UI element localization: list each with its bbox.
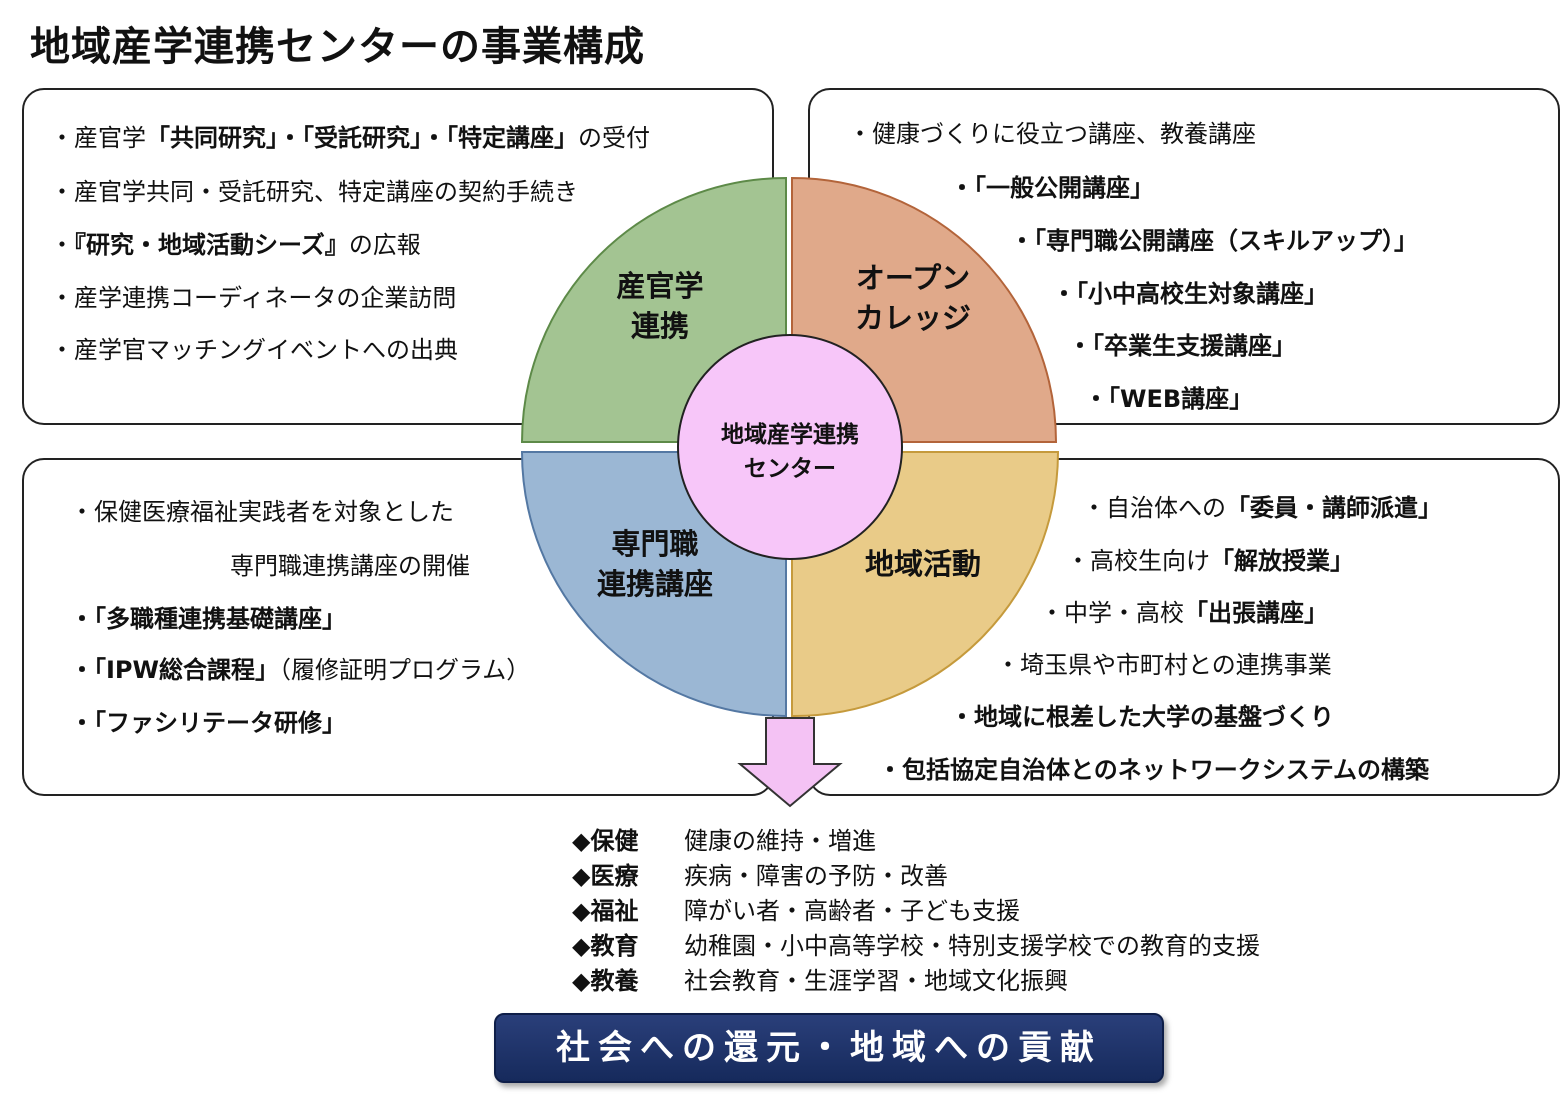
contribution-banner: 社会への還元・地域への貢献 xyxy=(494,1013,1164,1083)
center-label: 地域産学連携センター xyxy=(721,422,859,482)
bl-line-5: ・「ファシリテータ研修」 xyxy=(70,709,346,737)
tl-line-2: ・産官学共同・受託研究、特定講座の契約手続き xyxy=(50,178,578,206)
quadrant-tl-label: 産官学連携 xyxy=(616,269,704,343)
outcome-health: ◆保健健康の維持・増進 xyxy=(572,827,876,855)
center-circle xyxy=(677,334,903,560)
tr-line-1: ・健康づくりに役立つ講座、教養講座 xyxy=(848,120,1256,148)
br-line-2: ・高校生向け「解放授業」 xyxy=(1066,547,1354,575)
outcome-medical: ◆医療疾病・障害の予防・改善 xyxy=(572,862,948,890)
outcome-culture: ◆教養社会教育・生涯学習・地域文化振興 xyxy=(572,967,1068,995)
bl-line-2: 専門職連携講座の開催 xyxy=(230,552,470,580)
outcome-education: ◆教育幼稚園・小中高等学校・特別支援学校での教育的支援 xyxy=(572,932,1260,960)
tr-line-4: ・「小中高校生対象講座」 xyxy=(1052,280,1328,308)
bl-line-3: ・「多職種連携基礎講座」 xyxy=(70,605,346,633)
tr-line-3: ・「専門職公開講座（スキルアップ）」 xyxy=(1010,227,1418,255)
tl-line-4: ・産学連携コーディネータの企業訪問 xyxy=(50,284,457,312)
outcome-welfare: ◆福祉障がい者・高齢者・子ども支援 xyxy=(572,897,1020,925)
tr-line-6: ・「WEB講座」 xyxy=(1084,385,1254,413)
br-line-4: ・埼玉県や市町村との連携事業 xyxy=(996,651,1332,679)
tl-line-1: ・産官学「共同研究」・「受託研究」・「特定講座」の受付 xyxy=(50,124,650,152)
br-line-6: ・包括協定自治体とのネットワークシステムの構築 xyxy=(878,756,1430,784)
bl-line-4: ・「IPW総合課程」（履修証明プログラム） xyxy=(70,656,531,684)
bl-line-1: ・保健医療福祉実践者を対象とした xyxy=(70,498,454,526)
quadrant-tr-label: オープンカレッジ xyxy=(854,261,971,335)
br-line-3: ・中学・高校「出張講座」 xyxy=(1040,599,1328,627)
quadrant-br-label: 地域活動 xyxy=(864,547,981,581)
quadrant-bl-label: 専門職連携講座 xyxy=(596,527,713,601)
br-line-5: ・地域に根差した大学の基盤づくり xyxy=(950,703,1334,731)
tr-line-2: ・「一般公開講座」 xyxy=(950,174,1154,202)
down-arrow xyxy=(737,717,843,808)
page-title: 地域産学連携センターの事業構成 xyxy=(30,24,645,70)
br-line-1: ・自治体への「委員・講師派遣」 xyxy=(1082,494,1442,522)
tl-line-5: ・産学官マッチングイベントへの出典 xyxy=(50,336,458,364)
tr-line-5: ・「卒業生支援講座」 xyxy=(1068,332,1296,360)
tl-line-3: ・『研究・地域活動シーズ』の広報 xyxy=(50,231,421,259)
